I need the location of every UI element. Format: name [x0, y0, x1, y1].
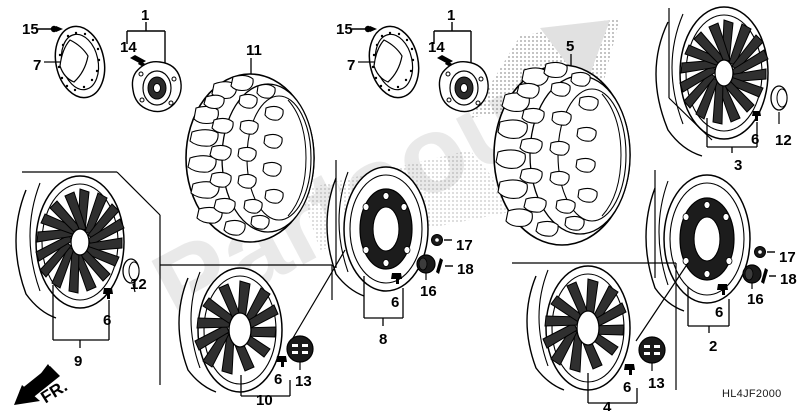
valve-6-center: [391, 273, 402, 284]
callout-5-rear-tire[interactable]: 5: [566, 38, 575, 55]
callout-12-left-valve-cap[interactable]: 12: [130, 276, 147, 293]
bolt-15-right: [352, 25, 377, 33]
callout-10-bottom-left-wheel[interactable]: 10: [256, 392, 273, 409]
group-top-left: [38, 22, 182, 113]
callout-18-center-pin[interactable]: 18: [457, 261, 474, 278]
wheel-8-center: [326, 160, 453, 326]
valve-6-bottom-left: [276, 356, 287, 367]
callout-4-bottom-right-wheel[interactable]: 4: [603, 399, 612, 411]
hub-cap-16-right: [742, 264, 762, 289]
callout-13-bottom-right-center-cap[interactable]: 13: [648, 375, 665, 392]
brake-disc-7-left: [44, 25, 106, 99]
callout-6-right-valve[interactable]: 6: [715, 304, 724, 321]
cotter-pin-18-center: [436, 258, 453, 274]
cotter-pin-18-right: [761, 268, 776, 284]
center-cap-13-bottom-right: [638, 336, 666, 371]
callout-9-left-wheel[interactable]: 9: [74, 353, 83, 370]
front-direction-arrow: [14, 364, 60, 405]
callout-12-upper-right-valve-cap[interactable]: 12: [775, 132, 792, 149]
wheel-3-upper-right: [655, 6, 788, 157]
center-cap-13-bottom-left: [286, 335, 314, 370]
callout-6-upper-right-valve[interactable]: 6: [751, 131, 760, 148]
callout-6-bottom-left-valve[interactable]: 6: [274, 371, 283, 388]
callout-6-bottom-right-valve[interactable]: 6: [623, 379, 632, 396]
wheel-10-bottom-left: [159, 249, 346, 402]
callout-15-top-left-bolt[interactable]: 15: [22, 21, 39, 38]
hub-assembly-1-left: [131, 61, 182, 113]
valve-6-upper-right: [752, 111, 761, 121]
callout-6-center-valve[interactable]: 6: [391, 294, 400, 311]
callout-8-center-wheel[interactable]: 8: [379, 331, 388, 348]
callout-3-upper-right-wheel[interactable]: 3: [734, 157, 743, 174]
callout-17-right-nut[interactable]: 17: [779, 249, 796, 266]
bolt-15-left: [38, 25, 63, 33]
callout-14-top-right-stud-bolt[interactable]: 14: [428, 39, 445, 56]
callout-13-bottom-left-center-cap[interactable]: 13: [295, 373, 312, 390]
callout-1-top-left-hub-assembly[interactable]: 1: [141, 7, 150, 24]
wheel-2-right: [645, 170, 776, 333]
callout-6-left-valve[interactable]: 6: [103, 312, 112, 329]
callout-18-right-pin[interactable]: 18: [780, 271, 797, 288]
callout-15-top-right-bolt[interactable]: 15: [336, 21, 353, 38]
callout-11-front-tire[interactable]: 11: [246, 42, 262, 59]
valve-6-left: [103, 288, 113, 299]
lug-nut-17-right: [754, 246, 775, 258]
wheel-9-left: [15, 171, 161, 348]
callout-16-center-cap[interactable]: 16: [420, 283, 437, 300]
callout-16-right-cap[interactable]: 16: [747, 291, 764, 308]
diagram-part-number: HL4JF2000: [722, 388, 782, 400]
callout-1-top-right-hub-assembly[interactable]: 1: [447, 7, 456, 24]
brake-disc-7-right: [358, 25, 420, 99]
wheel-4-bottom-right: [512, 262, 689, 404]
callout-17-center-nut[interactable]: 17: [456, 237, 473, 254]
valve-6-right: [717, 284, 728, 295]
valve-6-bottom-right: [624, 364, 635, 375]
tire-11: [185, 58, 315, 243]
callout-7-top-left-brake-disc[interactable]: 7: [33, 57, 42, 74]
lug-nut-17-center: [431, 234, 452, 246]
valve-cap-12-left: [122, 258, 140, 293]
hub-assembly-1-right: [438, 61, 489, 113]
hub-cap-16-center: [416, 254, 436, 280]
valve-cap-12-upper-right: [770, 85, 788, 124]
tire-5: [493, 54, 631, 246]
callout-7-top-right-brake-disc[interactable]: 7: [347, 57, 356, 74]
callout-14-top-left-stud-bolt[interactable]: 14: [120, 39, 137, 56]
group-top-right: [352, 22, 489, 113]
callout-2-right-wheel[interactable]: 2: [709, 338, 718, 355]
